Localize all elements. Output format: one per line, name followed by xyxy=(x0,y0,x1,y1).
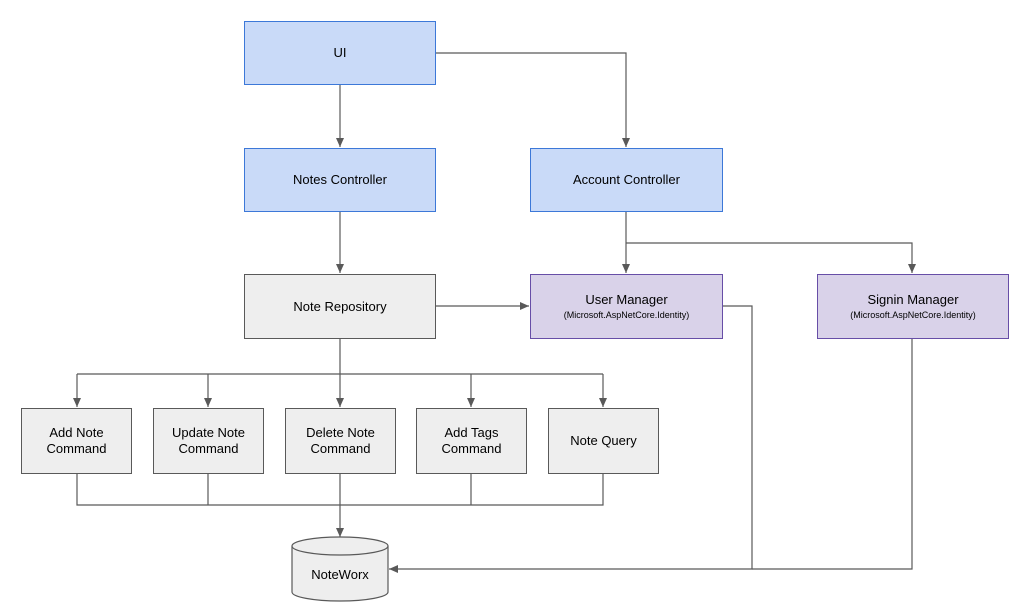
account-controller-label: Account Controller xyxy=(573,172,680,187)
account-controller-node: Account Controller xyxy=(530,148,723,212)
note-repository-label: Note Repository xyxy=(293,298,387,314)
add-note-command-line1: Add Note xyxy=(49,425,104,440)
ui-node: UI xyxy=(244,21,436,85)
add-note-command-line2: Command xyxy=(46,441,107,456)
edge-ui-account-controller xyxy=(436,52,630,147)
signin-manager-node: Signin Manager (Microsoft.AspNetCore.Ide… xyxy=(817,274,1009,339)
note-query-label: Note Query xyxy=(570,433,637,448)
user-manager-node: User Manager (Microsoft.AspNetCore.Ident… xyxy=(530,274,723,339)
edge-commands-bus xyxy=(76,474,604,506)
update-note-command-line1: Update Note xyxy=(172,425,245,440)
ui-node-label: UI xyxy=(333,45,347,60)
notes-controller-label: Notes Controller xyxy=(293,172,387,187)
note-repository-node: Note Repository xyxy=(244,274,436,339)
delete-note-command-line2: Command xyxy=(310,441,371,456)
user-manager-label: User Manager xyxy=(585,292,668,307)
notes-controller-node: Notes Controller xyxy=(244,148,436,212)
signin-manager-label: Signin Manager xyxy=(867,292,959,307)
delete-note-command-node: Delete Note Command xyxy=(285,408,396,474)
add-tags-command-node: Add Tags Command xyxy=(416,408,527,474)
edge-account-signin-manager xyxy=(626,242,916,273)
add-tags-command-line1: Add Tags xyxy=(444,425,499,440)
add-note-command-node: Add Note Command xyxy=(21,408,132,474)
noteworx-database-icon xyxy=(291,536,389,602)
noteworx-label: NoteWorx xyxy=(311,567,369,582)
update-note-command-line2: Command xyxy=(178,441,239,456)
edge-repository-bus xyxy=(77,339,603,375)
note-query-node: Note Query xyxy=(548,408,659,474)
edge-signin-manager-noteworx xyxy=(752,339,913,570)
edge-user-manager-noteworx xyxy=(389,305,753,573)
signin-manager-sublabel: (Microsoft.AspNetCore.Identity) xyxy=(850,310,976,320)
add-tags-command-line2: Command xyxy=(441,441,502,456)
delete-note-command-line1: Delete Note xyxy=(306,425,375,440)
update-note-command-node: Update Note Command xyxy=(153,408,264,474)
user-manager-sublabel: (Microsoft.AspNetCore.Identity) xyxy=(563,310,690,320)
